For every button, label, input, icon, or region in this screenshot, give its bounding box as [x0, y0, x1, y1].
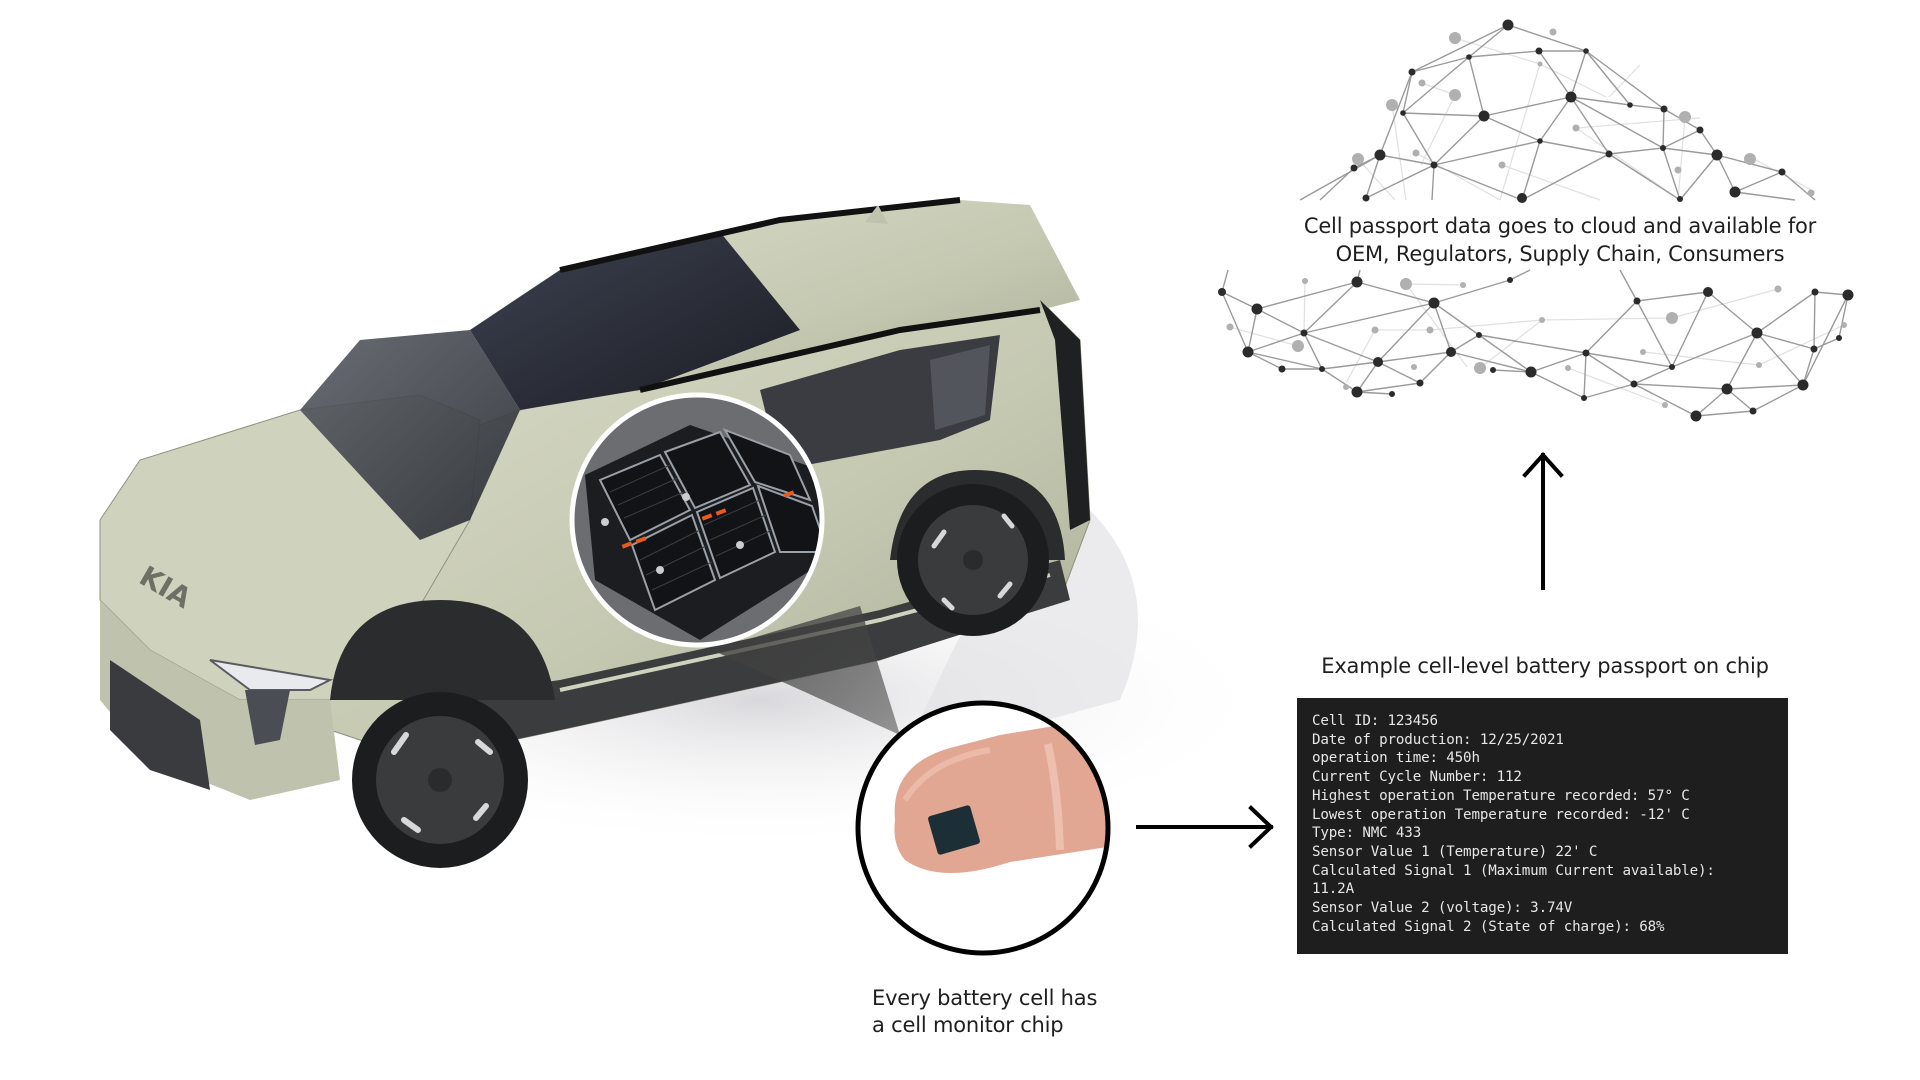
passport-line-cell-id: Cell ID: 123456: [1312, 713, 1438, 729]
passport-line-lowest-temp: Lowest operation Temperature recorded: -…: [1312, 806, 1690, 823]
cloud-caption-line-1: Cell passport data goes to cloud and ava…: [1303, 214, 1817, 238]
battery-pack-magnifier: [569, 392, 825, 648]
passport-line-signal-2: Calculated Signal 2 (State of charge): 6…: [1312, 918, 1665, 935]
rear-wheel: [897, 484, 1049, 636]
arrow-up-icon: [1522, 452, 1564, 590]
passport-line-signal-1: Calculated Signal 1 (Maximum Current ava…: [1312, 862, 1715, 879]
passport-line-sensor-1: Sensor Value 1 (Temperature) 22' C: [1312, 843, 1598, 860]
passport-line-cycle-number: Current Cycle Number: 112: [1312, 769, 1522, 786]
chip-on-fingertip-magnifier: [855, 700, 1111, 956]
passport-line-type: Type: NMC 433: [1312, 825, 1422, 842]
chip-caption-line-1: Every battery cell has: [872, 986, 1098, 1010]
arrow-right-icon: [1136, 805, 1274, 849]
magnifier-cone: [712, 606, 900, 735]
cloud-caption-line-2: OEM, Regulators, Supply Chain, Consumers: [1335, 242, 1785, 266]
battery-passport-panel: Cell ID: 123456 Date of production: 12/2…: [1297, 698, 1788, 954]
cell-monitor-chip: [928, 805, 980, 855]
cloud-mesh-upper: [1299, 19, 1816, 203]
chip-caption: Every battery cell has a cell monitor ch…: [872, 985, 1097, 1039]
chip-caption-line-2: a cell monitor chip: [872, 1013, 1064, 1037]
front-wheel: [352, 692, 528, 868]
cloud-mesh-lower: [1218, 269, 1854, 422]
passport-line-signal-1-value: 11.2A: [1312, 881, 1354, 898]
cloud-caption: Cell passport data goes to cloud and ava…: [1240, 212, 1880, 268]
passport-line-highest-temp: Highest operation Temperature recorded: …: [1312, 787, 1690, 804]
passport-line-sensor-2: Sensor Value 2 (voltage): 3.74V: [1312, 900, 1573, 917]
passport-line-operation-time: operation time: 450h: [1312, 750, 1480, 767]
passport-heading: Example cell-level battery passport on c…: [1321, 654, 1769, 678]
passport-line-production-date: Date of production: 12/25/2021: [1312, 731, 1564, 748]
